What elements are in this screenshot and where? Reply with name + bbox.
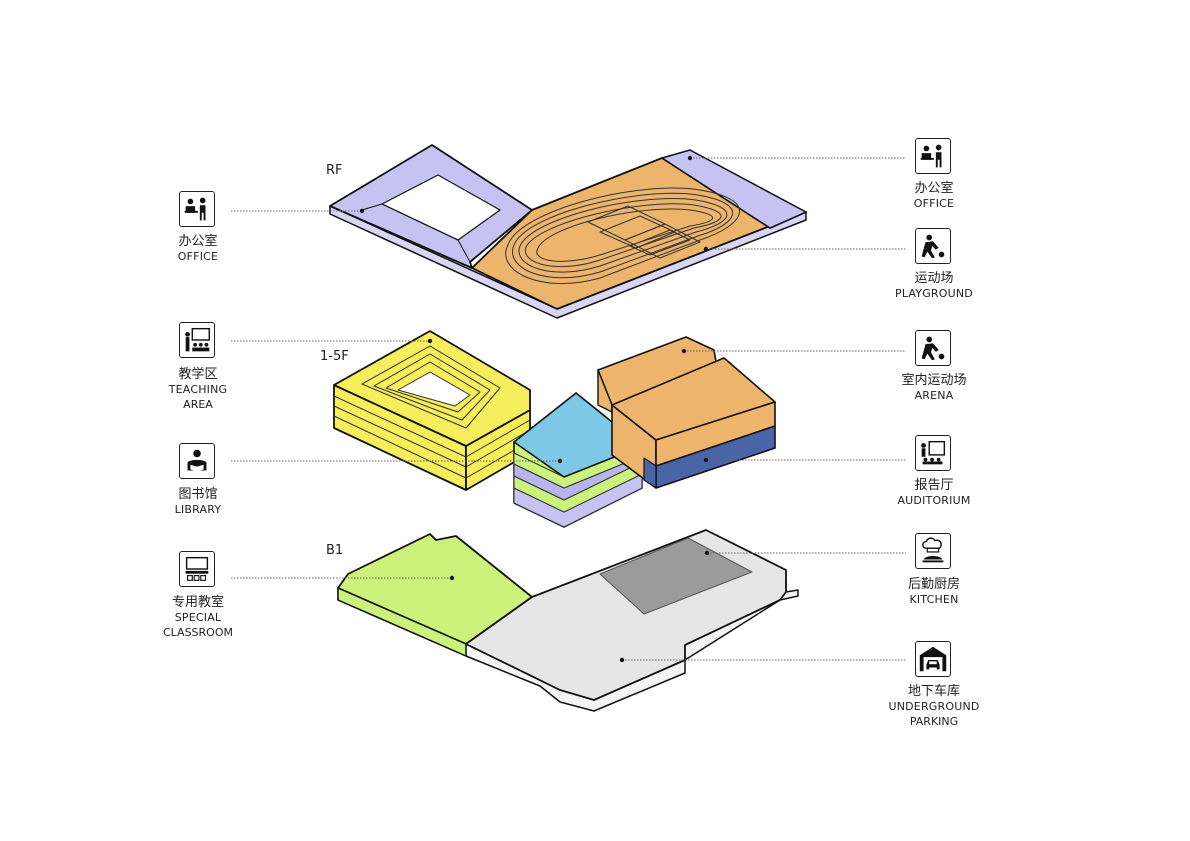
basement-level [337,529,799,712]
leader-dots [359,155,710,663]
leader-lines [231,157,906,661]
playground-sport-icon [915,228,951,264]
arena-sport-icon [915,330,951,366]
teaching-courtyard-steps [361,345,501,429]
floor-label-b1: B1 [326,543,344,558]
floor-label-1-5f: 1-5F [320,349,349,364]
special-classroom-side [337,587,467,657]
garage-icon [915,641,951,677]
classroom-icon [179,551,215,587]
office-icon [179,191,215,227]
roof-level [329,144,807,319]
library-icon [179,443,215,479]
floor-label-rf: RF [326,163,343,178]
office-icon-right [915,138,951,174]
middle-levels [333,330,776,528]
running-track [505,187,740,285]
basketball-courts [587,205,701,259]
roof-office-right [661,149,807,229]
chef-icon [915,533,951,569]
auditorium-icon [915,435,951,471]
teaching-icon [179,322,215,358]
kitchen-top [599,537,753,615]
